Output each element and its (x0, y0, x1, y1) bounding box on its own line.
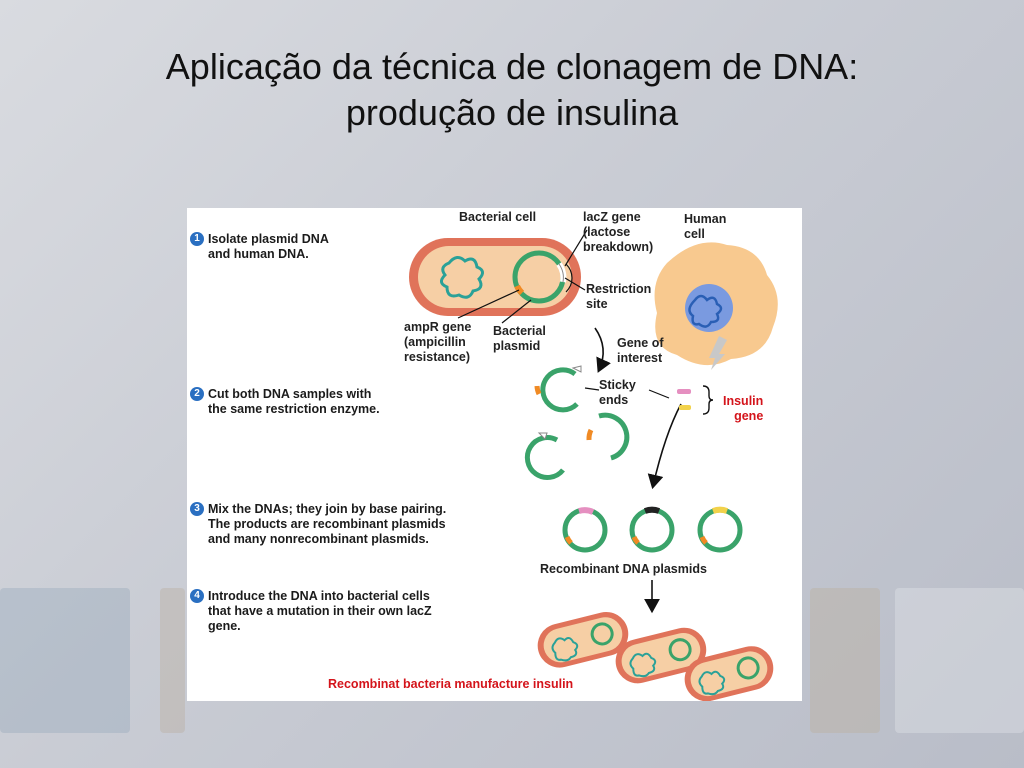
recombinant-bacterium (615, 627, 707, 684)
diagram-drawing (409, 229, 778, 701)
recombinant-plasmid (562, 507, 608, 553)
label-insulin-gene: Insulin gene (723, 394, 764, 423)
label-sticky-ends: Sticky ends (599, 378, 636, 407)
step-text: Cut both DNA samples with the same restr… (208, 387, 380, 416)
step-badge: 4 (190, 589, 204, 603)
background-photo-tile (160, 588, 185, 733)
label-recombinant-plasmids: Recombinant DNA plasmids (540, 562, 707, 576)
slide-title: Aplicação da técnica de clonagem de DNA:… (0, 44, 1024, 136)
label-human-cell: Human cell (684, 212, 727, 241)
cut-plasmid-pair (524, 412, 630, 481)
step-text: Introduce the DNA into bacterial cells t… (208, 589, 432, 633)
step-text: Mix the DNAs; they join by base pairing.… (208, 502, 447, 546)
step-badge: 1 (190, 232, 204, 246)
step-badge: 2 (190, 387, 204, 401)
cloning-diagram: 1 Isolate plasmid DNA and human DNA. 2 C… (187, 208, 802, 701)
recombinant-bacterium (684, 646, 774, 701)
slide-title-line-2: produção de insulina (345, 92, 679, 133)
diagram-caption: Recombinat bacteria manufacture insulin (328, 677, 574, 691)
cut-plasmid (534, 365, 582, 413)
step-text: Isolate plasmid DNA and human DNA. (208, 232, 329, 261)
human-cell (654, 242, 778, 370)
recombinant-bacterium (537, 611, 629, 668)
background-photo-tile (895, 588, 1024, 733)
background-photo-tile (810, 588, 880, 733)
background-photo-tile (0, 588, 130, 733)
step-badge: 3 (190, 502, 204, 516)
step-3: 3 Mix the DNAs; they join by base pairin… (190, 502, 446, 547)
label-bacterial-plasmid: Bacterial plasmid (493, 324, 546, 353)
step-1: 1 Isolate plasmid DNA and human DNA. (190, 232, 329, 262)
slide-title-line-1: Aplicação da técnica de clonagem de DNA: (165, 46, 859, 87)
recombinant-plasmid (697, 506, 743, 553)
label-restriction-site: Restriction site (586, 282, 652, 311)
label-gene-of-interest: Gene of interest (617, 336, 664, 365)
step-2: 2 Cut both DNA samples with the same res… (190, 387, 380, 417)
insulin-gene-fragments (677, 385, 714, 415)
bacterial-chromosome (440, 256, 484, 299)
bacterial-cell (409, 238, 581, 316)
label-bacterial-cell: Bacterial cell (459, 210, 537, 224)
recombinant-plasmid (629, 506, 675, 553)
label-lacz-gene: lacZ gene (lactose breakdown) (583, 210, 654, 254)
label-ampr-gene: ampR gene (ampicillin resistance) (404, 320, 472, 364)
step-4: 4 Introduce the DNA into bacterial cells… (190, 589, 432, 634)
